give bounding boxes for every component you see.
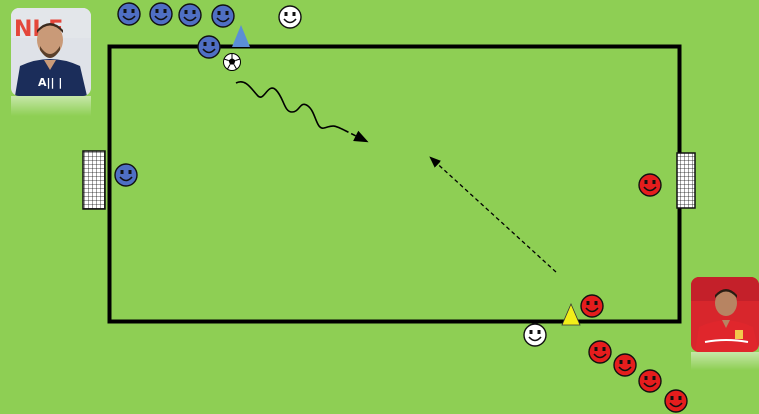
right-goal — [677, 153, 695, 208]
soccer-ball-icon — [224, 54, 241, 71]
left-goal — [83, 151, 105, 209]
white-player-2-smiley-icon — [524, 324, 546, 346]
photo-jersey-text: A|| | — [38, 76, 62, 89]
red-player-1-smiley-icon — [639, 174, 661, 196]
blue-player-2-smiley-icon — [150, 3, 172, 25]
red-player-6-smiley-icon — [665, 390, 687, 412]
white-player-1-smiley-icon — [279, 6, 301, 28]
blue-player-6-smiley-icon — [115, 164, 137, 186]
blue-player-4-smiley-icon — [212, 5, 234, 27]
blue-player-3-smiley-icon — [179, 4, 201, 26]
blue-player-1-smiley-icon — [118, 3, 140, 25]
red-player-5-smiley-icon — [639, 370, 661, 392]
red-player-4-smiley-icon — [614, 354, 636, 376]
blue-player-5-smiley-icon — [198, 36, 220, 58]
red-team-photo — [691, 277, 759, 370]
blue-team-photo: NI E A|| | — [11, 8, 91, 116]
red-player-3-smiley-icon — [589, 341, 611, 363]
red-player-2-smiley-icon — [581, 295, 603, 317]
